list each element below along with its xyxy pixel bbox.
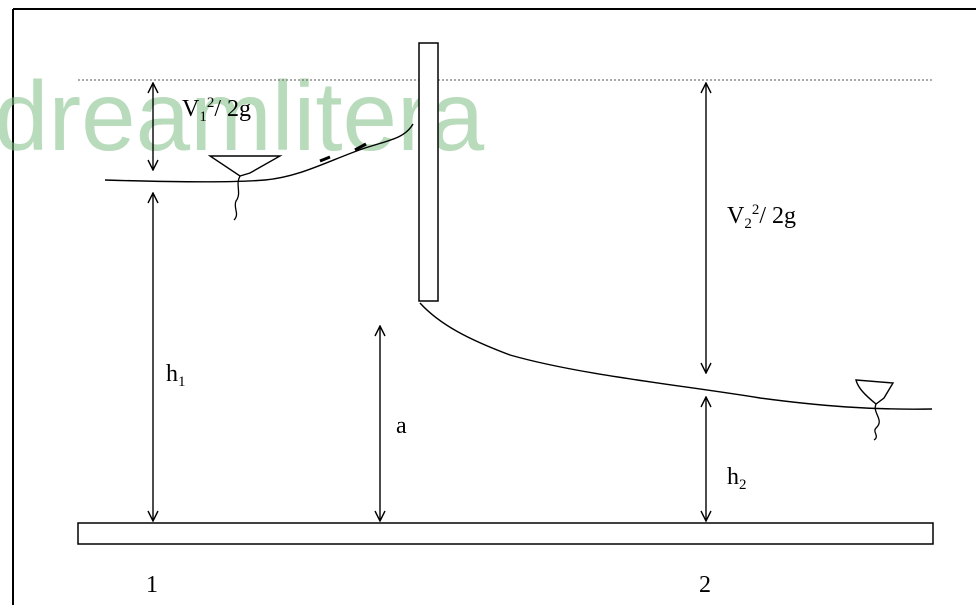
v2-head-label: V22/ 2g	[727, 202, 796, 232]
downstream-water-level-symbol	[855, 379, 895, 441]
a-label: a	[396, 413, 407, 439]
frame	[12, 8, 976, 605]
upstream-water-surface	[104, 123, 414, 183]
downstream-water-surface	[419, 302, 933, 410]
watermark: dreamlitera	[0, 61, 485, 171]
section-1-label: 1	[146, 572, 158, 598]
h2-label: h2	[727, 464, 747, 493]
section-2-label: 2	[699, 572, 711, 598]
sluice-gate	[418, 42, 439, 302]
channel-bed	[77, 522, 934, 545]
upstream-water-level-symbol	[207, 155, 283, 221]
upstream-eddy-squiggle	[319, 142, 367, 163]
h1-label: h1	[166, 361, 186, 390]
v1-head-label: V12/ 2g	[182, 95, 251, 125]
